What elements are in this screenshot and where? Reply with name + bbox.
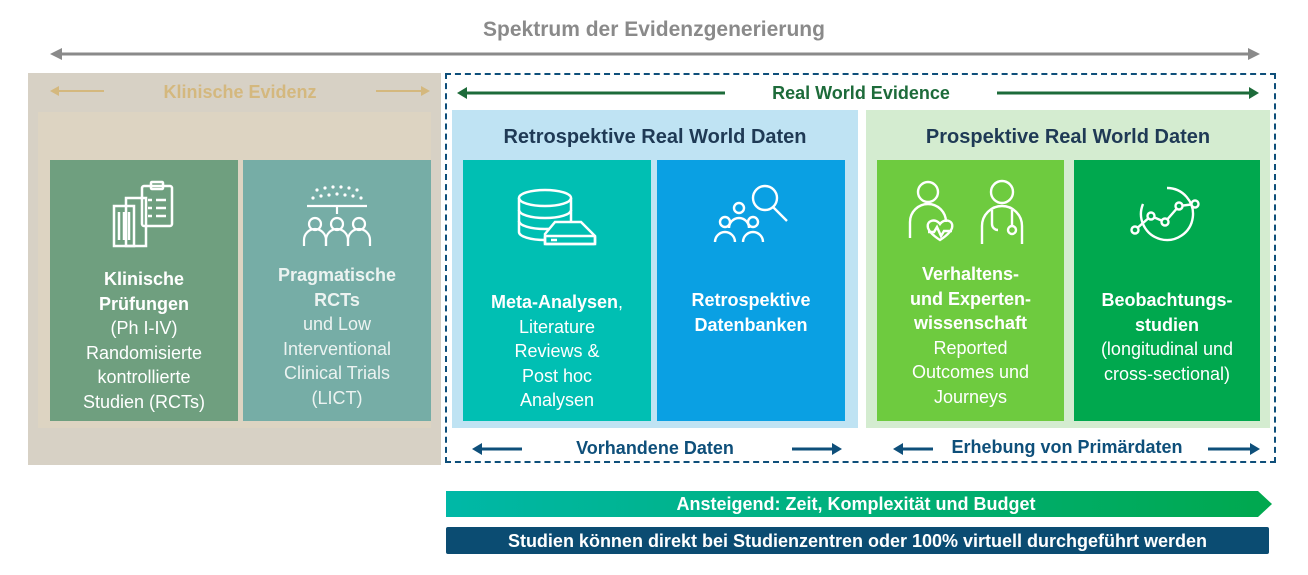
clinical-evidence-label: Klinische Evidenz [163,82,317,102]
card-text-line: Reported [933,337,1008,358]
card-text-line: (LICT) [311,387,363,408]
prospective-title: Prospektive Real World Daten [925,126,1211,148]
card-title-line: Retrospektive [691,290,811,310]
card-title-line: wissenschaft [913,313,1028,333]
rwe-label: Real World Evidence [772,83,950,103]
card-meta-analysen: Meta-Analysen, Literature Reviews & Post… [463,160,651,421]
card-text-line: und Low [302,314,372,334]
card-text-line: Studien (RCTs) [82,391,206,412]
card-retrospektive-datenbanken: Retrospektive Datenbanken [657,160,845,421]
card-title-line: Beobachtungs- [1101,290,1233,310]
rwe-left-arrow [457,87,725,99]
retro-footer-right-arrow [792,443,842,455]
card-text-line: cross-sectional) [1103,363,1231,384]
card-title-line: Pragmatische [277,265,397,285]
card-text-line: Reviews & [514,341,600,361]
card-verhaltens-experten: Verhaltens- und Experten- wissenschaft R… [877,160,1064,421]
card-title-tail: , [618,292,624,312]
gradient-arrow-bar [446,491,1272,517]
population-group-icon [299,184,375,252]
card-title-bold: Meta-Analysen [490,292,619,312]
dark-bar-label: Studien können direkt bei Studienzentren… [507,531,1208,551]
database-icon [515,188,599,246]
card-title-line: und Experten- [909,288,1031,309]
spectrum-arrow [50,48,1260,60]
retro-footer-left-arrow [472,443,522,455]
card-text-line: Interventional [282,338,392,359]
card-text-line: Outcomes und [911,362,1030,382]
card-text-line: Randomisierte [85,342,203,363]
card-text-line: Journeys [933,386,1008,407]
card-text-line: Post hoc [521,365,593,386]
rwe-right-arrow [997,87,1259,99]
card-text-line: Literature [518,316,596,337]
card-pragmatic-rcts: Pragmatische RCTs und Low Interventional… [243,160,431,421]
clinical-right-arrow [376,86,430,96]
clinical-left-arrow [50,86,104,96]
card-beobachtungsstudien: Beobachtungs- studien (longitudinal und … [1074,160,1260,421]
card-clinical-trials: Klinische Prüfungen (Ph I-IV) Randomisie… [50,160,238,421]
card-text-line: (longitudinal und [1100,339,1234,359]
real-world-evidence-panel [445,73,1276,463]
pro-footer-left-arrow [893,443,933,455]
dark-info-bar [446,527,1269,554]
retrospective-title: Retrospektive Real World Daten [503,126,807,148]
card-title-line: studien [1134,314,1199,335]
card-title-line: Klinische [103,269,184,289]
pro-footer-right-arrow [1208,443,1260,455]
patient-doctor-icon [906,178,1036,250]
gradient-bar-label: Ansteigend: Zeit, Komplexität und Budget [676,494,1036,514]
card-title-line: Meta-Analysen, [491,290,623,315]
people-search-icon [709,178,793,248]
card-text-line: kontrollierte [97,367,191,387]
pro-footer-label: Erhebung von Primärdaten [951,437,1183,457]
card-title-line: RCTs [314,289,360,310]
trend-chart-icon [1129,182,1205,244]
clinical-trial-buildings-icon [104,180,184,252]
card-text-line: Analysen [519,390,595,410]
card-title-line: Prüfungen [98,293,189,314]
retro-footer-label: Vorhandene Daten [576,438,734,458]
card-title-line: Datenbanken [694,314,808,335]
page-title: Spektrum der Evidenzgenerierung [483,18,825,41]
card-title-line: Verhaltens- [921,264,1020,284]
card-text-line: (Ph I-IV) [110,318,178,338]
card-text-line: Clinical Trials [283,363,391,383]
